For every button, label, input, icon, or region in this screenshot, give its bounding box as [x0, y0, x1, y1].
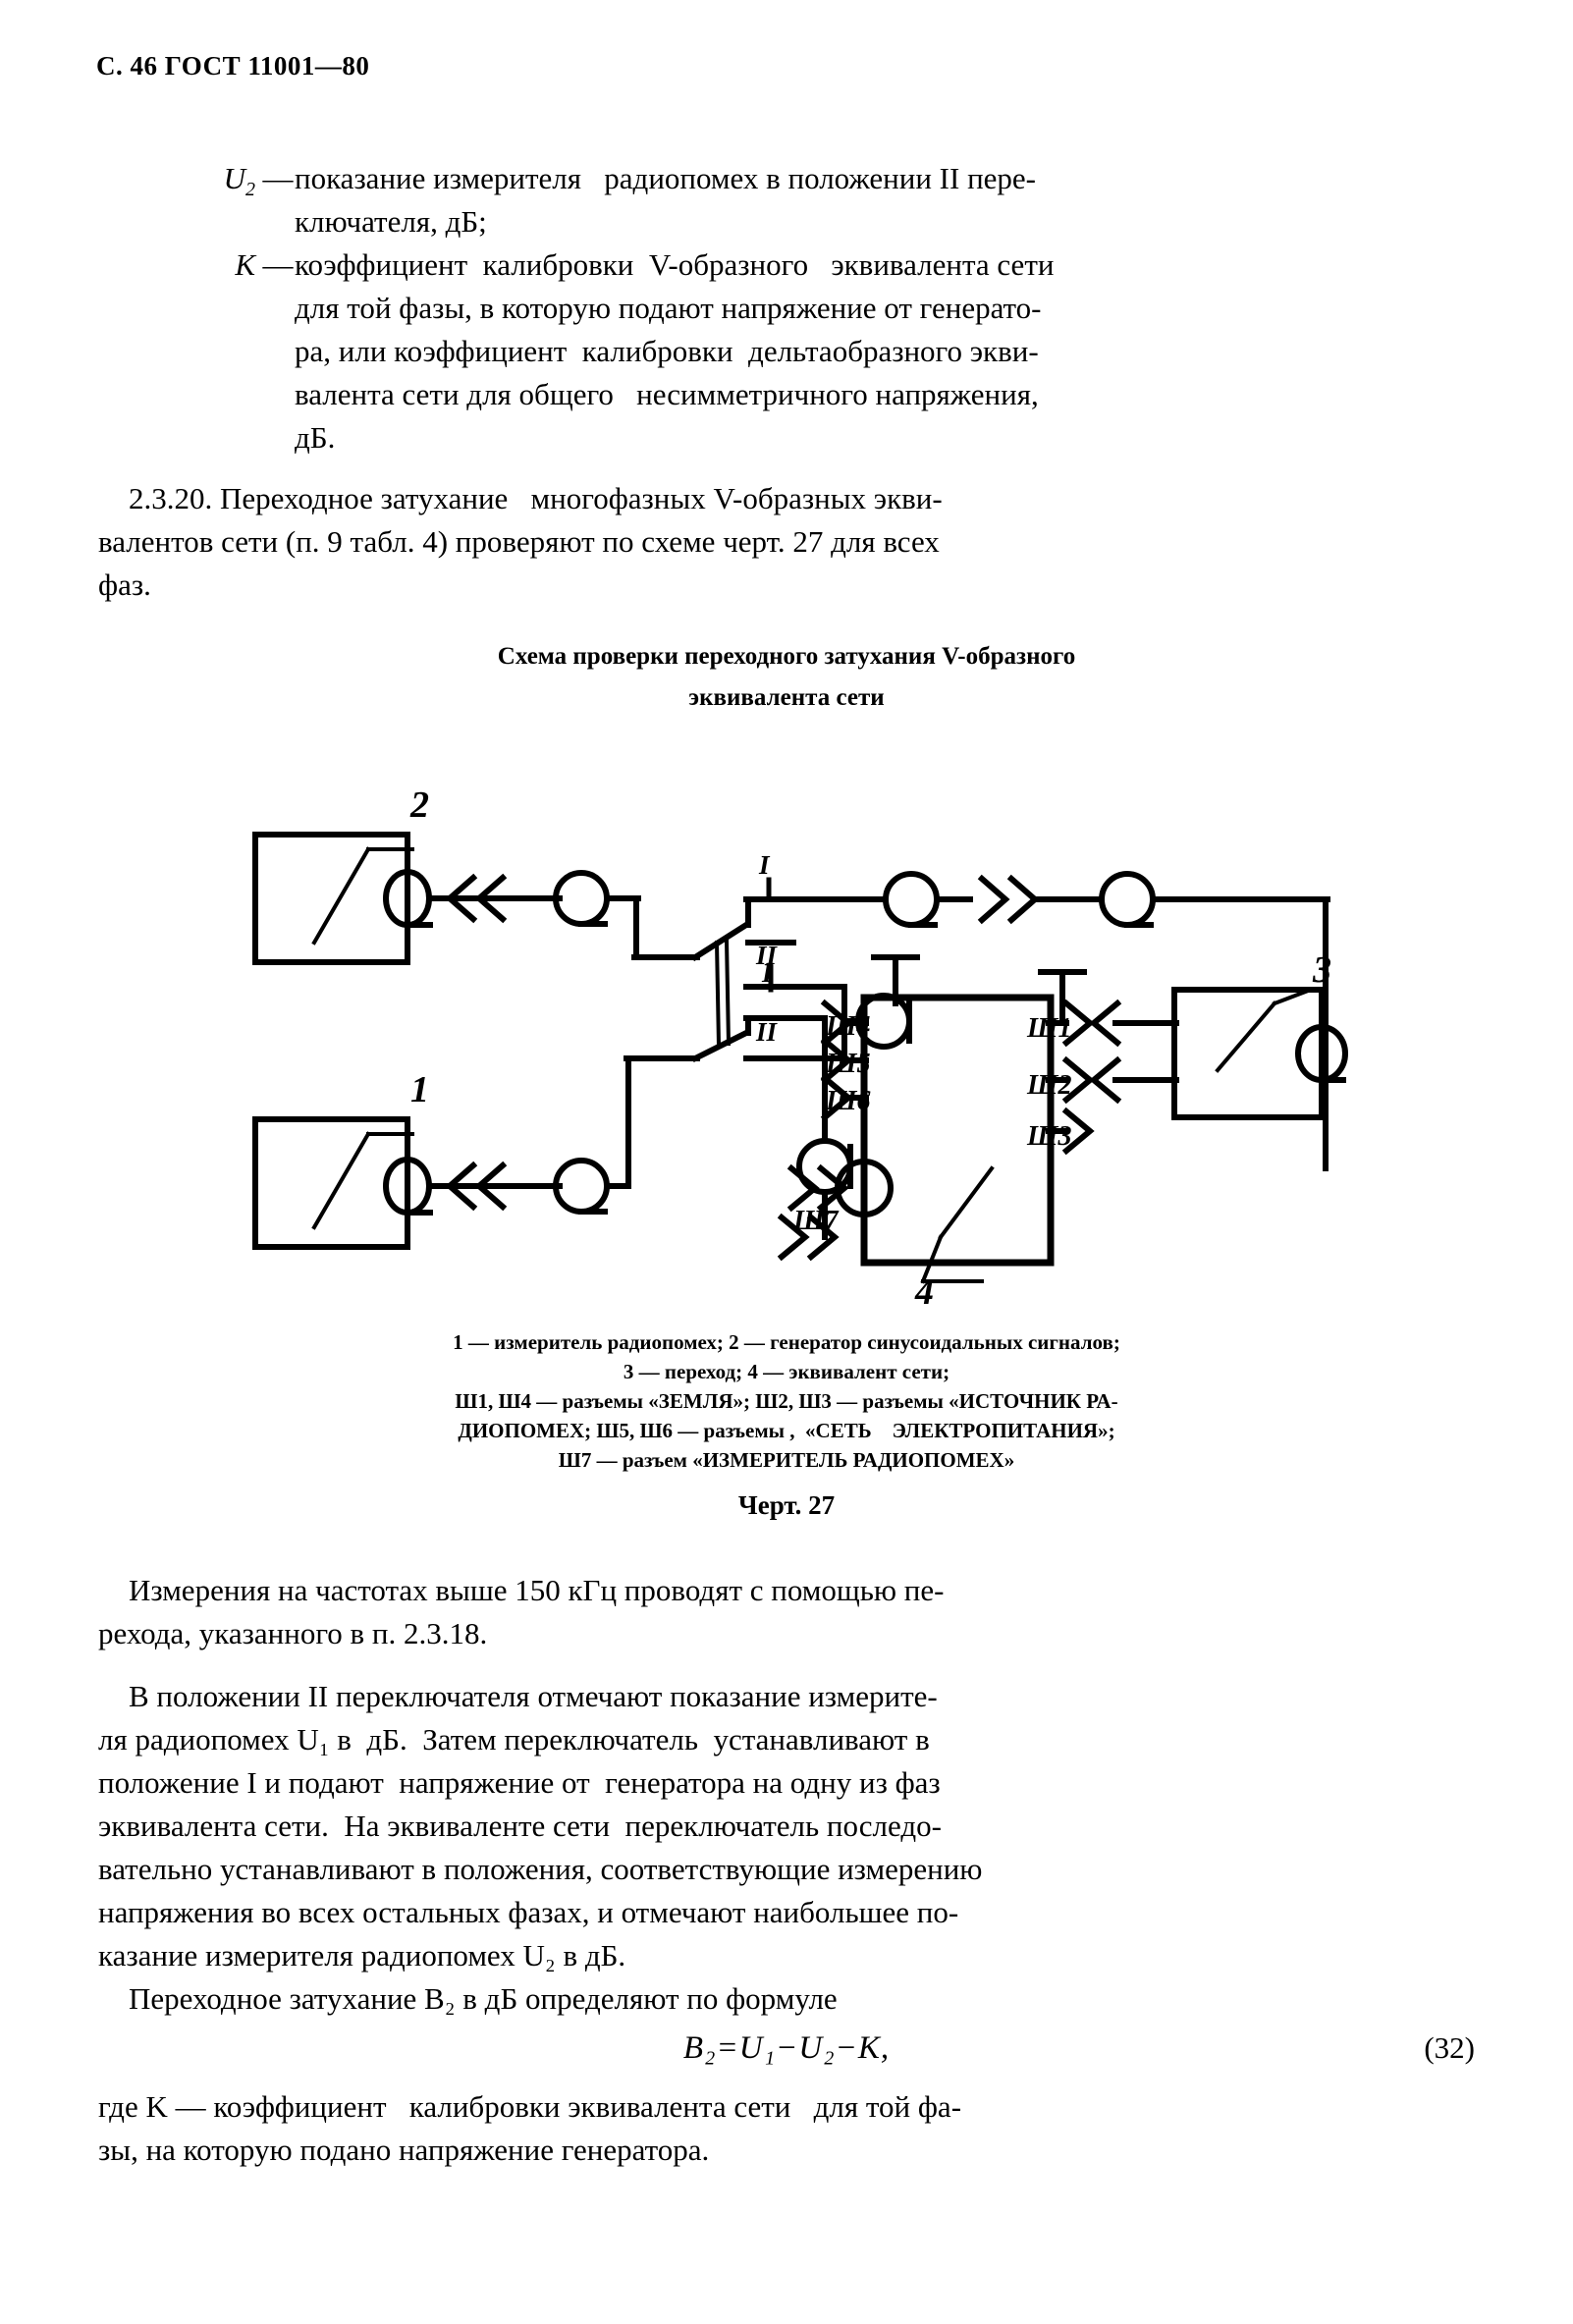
paragraph-line: казание измерителя радиопомех U₂ в дБ.: [98, 1938, 626, 1973]
definition-item-k: K — коэффициент калибровки V-образного э…: [165, 243, 1441, 459]
diagram-connector-sh4: Ш4: [825, 1011, 871, 1042]
definition-symbol: K: [235, 247, 255, 282]
paragraph-line: фаз.: [98, 567, 151, 602]
paragraph-where: где K — коэффициент калибровки эквивален…: [98, 2085, 1384, 2172]
diagram-switch-pos-I-upper: I: [758, 850, 771, 880]
figure-schematic-diagram: 2 1 3 4 I II I II Ш4 Ш5 Ш6 Ш1 Ш2 Ш3 Ш7: [236, 746, 1375, 1335]
diagram-label-meter: 1: [410, 1069, 429, 1110]
paragraph-line: валентов сети (п. 9 табл. 4) проверяют п…: [98, 524, 940, 559]
definition-line: ключателя, дБ;: [295, 204, 487, 239]
definition-item-u2: U2 — показание измерителя радиопомех в п…: [165, 157, 1441, 243]
paragraph-procedure: В положении II переключателя отмечают по…: [98, 1675, 1384, 1977]
diagram-label-generator: 2: [409, 784, 429, 826]
paragraph-line: где K — коэффициент калибровки эквивален…: [98, 2089, 962, 2124]
figure-caption: 1 — измеритель радиопомех; 2 — генератор…: [0, 1327, 1573, 1475]
diagram-connector-sh3: Ш3: [1026, 1121, 1072, 1152]
definition-list: U2 — показание измерителя радиопомех в п…: [165, 157, 1441, 459]
paragraph-line: вательно устанавливают в положения, соот…: [98, 1852, 983, 1886]
paragraph-2-3-20: 2.3.20. Переходное затухание многофазных…: [98, 477, 1384, 607]
paragraph-measurements: Измерения на частотах выше 150 кГц прово…: [98, 1569, 1384, 1655]
diagram-connector-sh2: Ш2: [1026, 1070, 1072, 1101]
paragraph-line: 2.3.20. Переходное затухание многофазных…: [98, 481, 943, 515]
definition-dash: —: [262, 161, 294, 195]
formula-block: B₂=U₁−U₂−K,: [0, 2030, 1573, 2067]
paragraph-line: эквивалента сети. На эквиваленте сети пе…: [98, 1809, 942, 1843]
diagram-connector-sh5: Ш5: [825, 1049, 871, 1079]
paragraph-line: напряжения во всех остальных фазах, и от…: [98, 1895, 959, 1929]
definition-line: показание измерителя радиопомех в положе…: [295, 161, 1037, 195]
paragraph-line: зы, на которую подано напряжение генерат…: [98, 2133, 710, 2167]
paragraph-line: рехода, указанного в п. 2.3.18.: [98, 1616, 488, 1650]
definition-text: коэффициент калибровки V-образного эквив…: [295, 243, 1441, 459]
diagram-switch-pos-I-lower: I: [761, 958, 774, 988]
paragraph-line: Измерения на частотах выше 150 кГц прово…: [98, 1573, 945, 1607]
paragraph-line: ля радиопомех U₁ в дБ. Затем переключате…: [98, 1722, 930, 1757]
diagram-label-transition: 3: [1312, 949, 1331, 991]
figure-title-line: Схема проверки переходного затухания V-о…: [497, 643, 1076, 670]
definition-symbol: U2: [223, 161, 255, 201]
figure-title-line: эквивалента сети: [688, 684, 885, 711]
paragraph-line: Переходное затухание B₂ в дБ определяют …: [98, 1981, 838, 2016]
figure-caption-line: Ш1, Ш4 — разъемы «ЗЕМЛЯ»; Ш2, Ш3 — разъе…: [455, 1389, 1118, 1413]
definition-line: для той фазы, в которую подают напряжени…: [295, 291, 1042, 325]
formula-expression: B₂=U₁−U₂−K,: [682, 2030, 891, 2066]
definition-line: дБ.: [295, 420, 336, 455]
paragraph-formula-intro: Переходное затухание B₂ в дБ определяют …: [98, 1977, 1384, 2021]
definition-line: ра, или коэффициент калибровки дельтаобр…: [295, 334, 1039, 368]
paragraph-line: положение I и подают напряжение от генер…: [98, 1765, 941, 1800]
diagram-connector-sh6: Ш6: [825, 1086, 871, 1116]
definition-line: валента сети для общего несимметричного …: [295, 377, 1039, 411]
figure-caption-line: Ш7 — разъем «ИЗМЕРИТЕЛЬ РАДИОПОМЕХ»: [558, 1448, 1015, 1472]
definition-line: коэффициент калибровки V-образного эквив…: [295, 247, 1055, 282]
diagram-switch-pos-II-lower: II: [755, 1017, 779, 1047]
diagram-switch-pos-II-upper: II: [755, 941, 779, 970]
running-head: С. 46 ГОСТ 11001—80: [96, 51, 370, 81]
figure-caption-line: 3 — переход; 4 — эквивалент сети;: [623, 1360, 950, 1383]
diagram-connector-sh7: Ш7: [792, 1206, 840, 1236]
diagram-connector-sh1: Ш1: [1026, 1013, 1072, 1044]
definition-text: показание измерителя радиопомех в положе…: [295, 157, 1441, 243]
figure-caption-line: ДИОПОМЕХ; Ш5, Ш6 — разъемы , «СЕТЬ ЭЛЕКТ…: [458, 1419, 1115, 1442]
paragraph-line: В положении II переключателя отмечают по…: [98, 1679, 938, 1713]
figure-number: Черт. 27: [737, 1490, 836, 1520]
figure-caption-line: 1 — измеритель радиопомех; 2 — генератор…: [453, 1330, 1120, 1354]
definition-dash: —: [262, 247, 294, 282]
figure-title: Схема проверки переходного затухания V-о…: [0, 636, 1573, 719]
diagram-label-equivalent: 4: [914, 1271, 934, 1313]
formula-number: (32): [1424, 2030, 1475, 2065]
